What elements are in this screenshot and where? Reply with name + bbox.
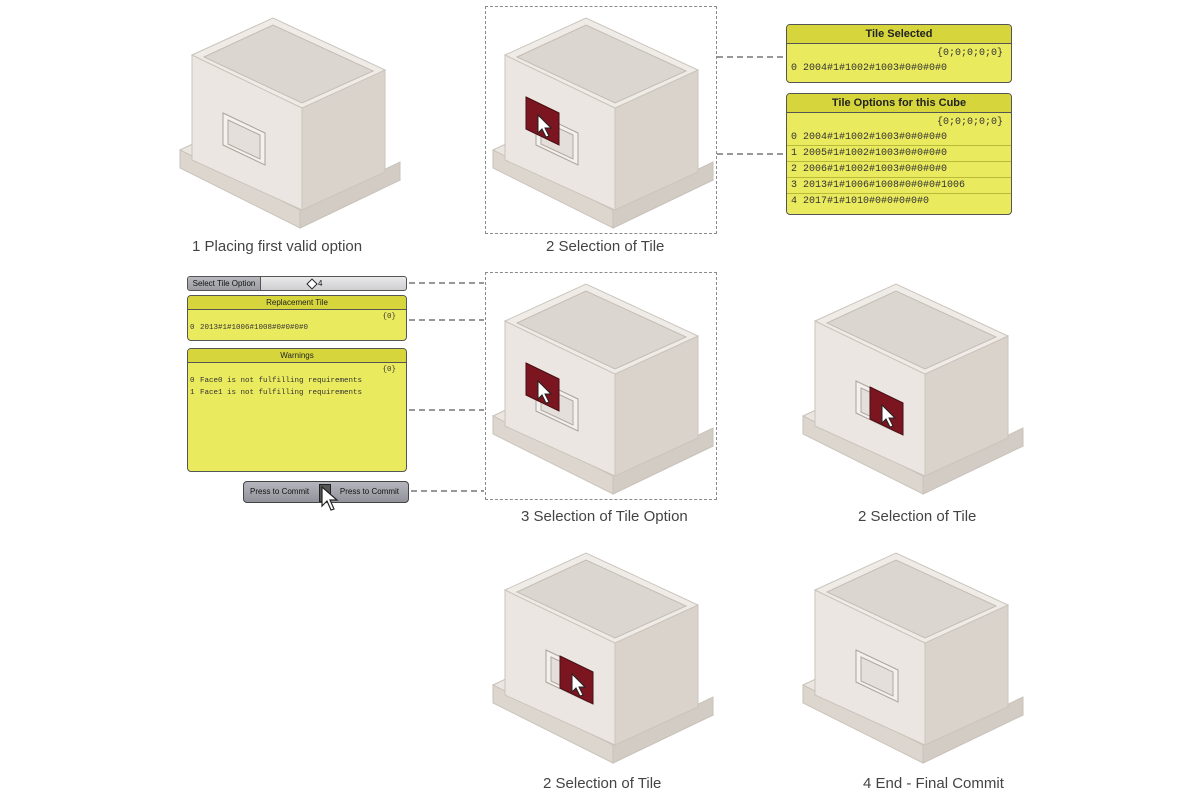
- roof-recess: [202, 24, 375, 104]
- panel-title: Tile Options for this Cube: [787, 94, 1011, 113]
- slider-label: Select Tile Option: [188, 277, 261, 290]
- panel-path: {0}: [382, 313, 396, 321]
- slider-value: 4: [318, 279, 323, 288]
- cursor-icon: [537, 379, 553, 404]
- cursor-icon: [321, 486, 339, 511]
- cube-scene-5: [491, 552, 715, 764]
- diamond-knob-icon[interactable]: [306, 278, 318, 290]
- roof-recess: [515, 290, 688, 370]
- caption-selection-of-tile-top: 2 Selection of Tile: [546, 238, 665, 255]
- caption-placing-first-option: 1 Placing first valid option: [192, 238, 363, 255]
- select-tile-option-slider[interactable]: Select Tile Option 4: [187, 276, 407, 291]
- cube-scene-1: [178, 17, 402, 229]
- cube-scene-2: [491, 17, 715, 229]
- tile-options-panel[interactable]: Tile Options for this Cube {0;0;0;0;0} 0…: [786, 93, 1012, 215]
- roof-recess: [825, 290, 998, 370]
- caption-selection-of-tile-bottom: 2 Selection of Tile: [543, 775, 662, 792]
- caption-final-commit: 4 End - Final Commit: [863, 775, 1004, 792]
- commit-label-right: Press to Commit: [339, 487, 399, 496]
- caption-selection-of-tile-right: 2 Selection of Tile: [858, 508, 977, 525]
- panel-title: Warnings: [188, 349, 406, 363]
- roof-recess: [825, 559, 998, 639]
- panel-path: {0}: [382, 366, 396, 374]
- cube-scene-3: [491, 283, 715, 495]
- panel-path: {0;0;0;0;0}: [936, 117, 1003, 128]
- cube-scene-6: [801, 552, 1025, 764]
- window-pane: [227, 119, 261, 160]
- panel-path: {0;0;0;0;0}: [936, 48, 1003, 59]
- cursor-icon: [537, 113, 553, 138]
- window-pane: [860, 656, 894, 697]
- panel-title: Tile Selected: [787, 25, 1011, 44]
- selection-frame-top: [485, 6, 717, 234]
- cursor-icon: [571, 672, 587, 697]
- roof-recess: [515, 559, 688, 639]
- selection-frame-middle: [485, 272, 717, 500]
- cursor-icon: [881, 403, 897, 428]
- panel-title: Replacement Tile: [188, 296, 406, 310]
- roof-recess: [515, 24, 688, 104]
- commit-label-left: Press to Commit: [250, 487, 310, 496]
- caption-selection-of-tile-option: 3 Selection of Tile Option: [521, 508, 688, 525]
- cube-scene-4: [801, 283, 1025, 495]
